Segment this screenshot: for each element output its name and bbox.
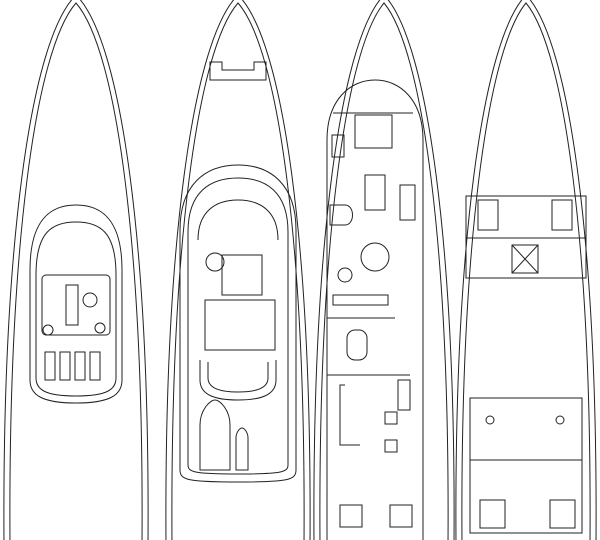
bed (479, 499, 506, 529)
hull-inner-outline (9, 2, 143, 540)
bar-counter (41, 274, 111, 336)
aft-seating-inner (207, 362, 269, 393)
aft-cabins (469, 397, 583, 534)
console (204, 299, 276, 351)
game-table (337, 267, 353, 283)
dining-table (346, 329, 368, 361)
stairs (364, 174, 386, 211)
deck-house-inner (187, 177, 289, 475)
tender (199, 399, 231, 471)
sun-deck-plan (3, 0, 149, 540)
superstructure (326, 79, 424, 540)
jet-ski (235, 427, 249, 471)
armchair (384, 411, 398, 425)
upper-deck-plan (165, 0, 311, 540)
sun-deck-inner (35, 221, 117, 397)
toilet (555, 415, 565, 425)
armchair (384, 439, 398, 453)
toilet (485, 415, 495, 425)
chair (42, 324, 54, 336)
hull-inner-outline (171, 2, 305, 540)
sun-lounger (59, 351, 71, 381)
bed (549, 499, 576, 529)
hull-outline (165, 0, 311, 540)
hull-outline (455, 0, 597, 540)
bed (551, 199, 573, 231)
hull-inner-outline (319, 2, 449, 540)
bow-fitting (209, 61, 267, 81)
toilet (329, 204, 353, 226)
aft-seating (199, 360, 277, 401)
aft-chairs (389, 504, 413, 528)
sun-lounger (89, 351, 101, 381)
bed (477, 199, 499, 231)
lower-deck-plan (455, 0, 597, 540)
spiral-stair (205, 252, 225, 272)
sofa (332, 294, 389, 306)
forward-cabins (465, 195, 587, 279)
sun-lounger (74, 351, 86, 381)
helm-station (65, 284, 79, 326)
lounge-sofa (339, 384, 360, 446)
table (82, 292, 98, 308)
master-bed (354, 114, 393, 149)
stair (511, 244, 539, 274)
deck-house (179, 164, 297, 483)
forward-seating (197, 199, 279, 241)
stairs (397, 379, 411, 411)
aft-chairs (339, 504, 363, 528)
main-deck-plan (313, 0, 455, 540)
spiral-stair (360, 242, 390, 272)
stair (511, 244, 539, 274)
hull-outline (313, 0, 455, 540)
hull-inner-outline (461, 2, 591, 540)
hull-outline (3, 0, 149, 540)
sun-deck-area (29, 204, 123, 404)
sofa (399, 184, 416, 221)
sun-lounger (44, 351, 56, 381)
wheelhouse (221, 254, 263, 296)
sofa (331, 134, 345, 158)
chair (94, 322, 106, 334)
